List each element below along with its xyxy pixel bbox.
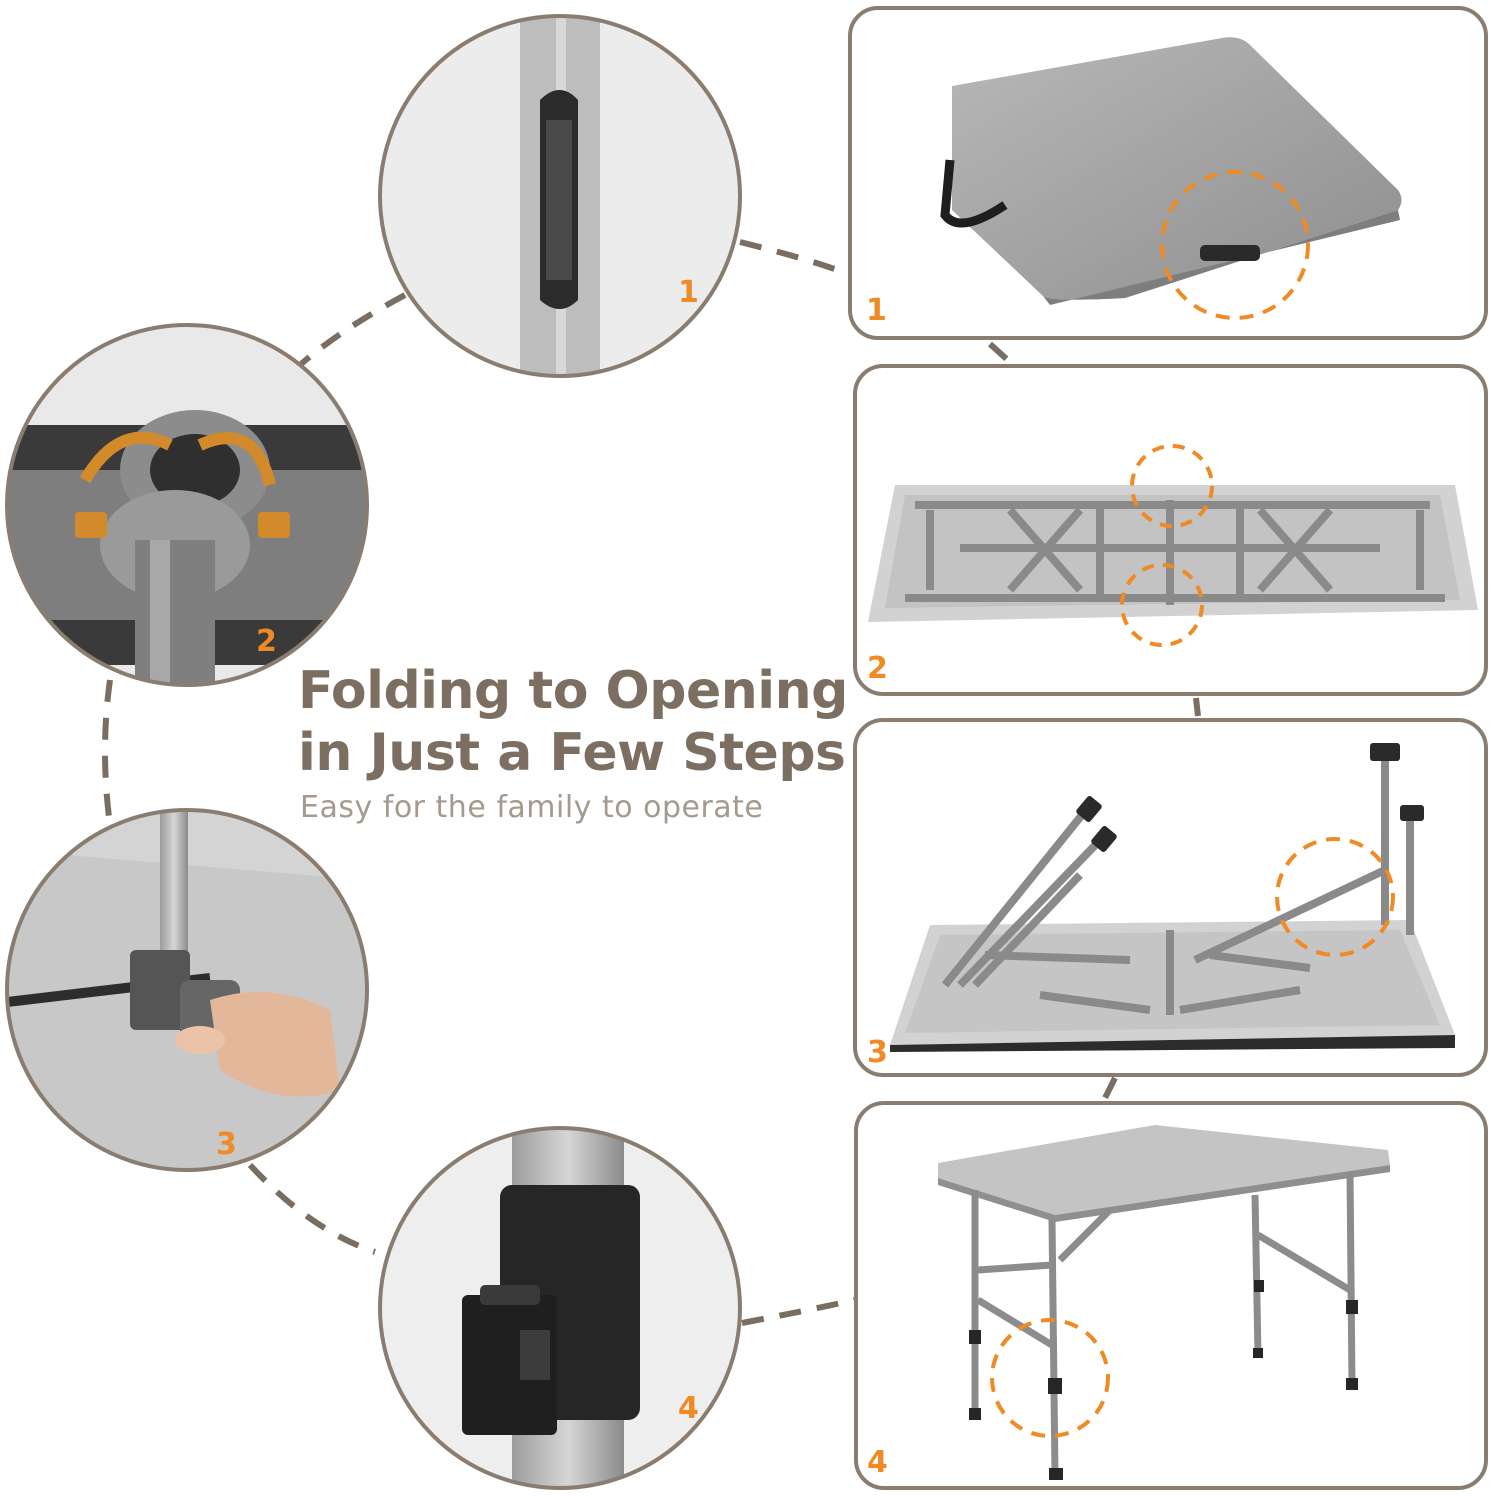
subtitle: Easy for the family to operate [300, 790, 764, 825]
detail-circle-2 [5, 323, 369, 687]
headline-line-1: Folding to Opening [298, 661, 848, 721]
panel-3-step-number: 3 [867, 1035, 888, 1070]
detail-circle-1 [378, 14, 742, 378]
dashed-connector [102, 239, 1201, 1326]
panel-step-4 [854, 1101, 1488, 1490]
panel-step-3 [853, 718, 1488, 1077]
panel-step-2 [853, 364, 1488, 696]
headline: Folding to Opening in Just a Few Steps [298, 660, 858, 784]
circle-2-step-number: 2 [256, 624, 277, 659]
detail-circle-3 [5, 808, 369, 1172]
circle-1-step-number: 1 [678, 275, 699, 310]
panel-4-step-number: 4 [867, 1445, 888, 1480]
circle-3-step-number: 3 [216, 1127, 237, 1162]
detail-circle-4 [378, 1126, 742, 1490]
panel-step-1 [848, 6, 1488, 340]
panel-2-step-number: 2 [867, 651, 888, 686]
headline-line-2: in Just a Few Steps [298, 723, 846, 783]
panel-1-step-number: 1 [866, 293, 887, 328]
circle-4-step-number: 4 [678, 1391, 699, 1426]
